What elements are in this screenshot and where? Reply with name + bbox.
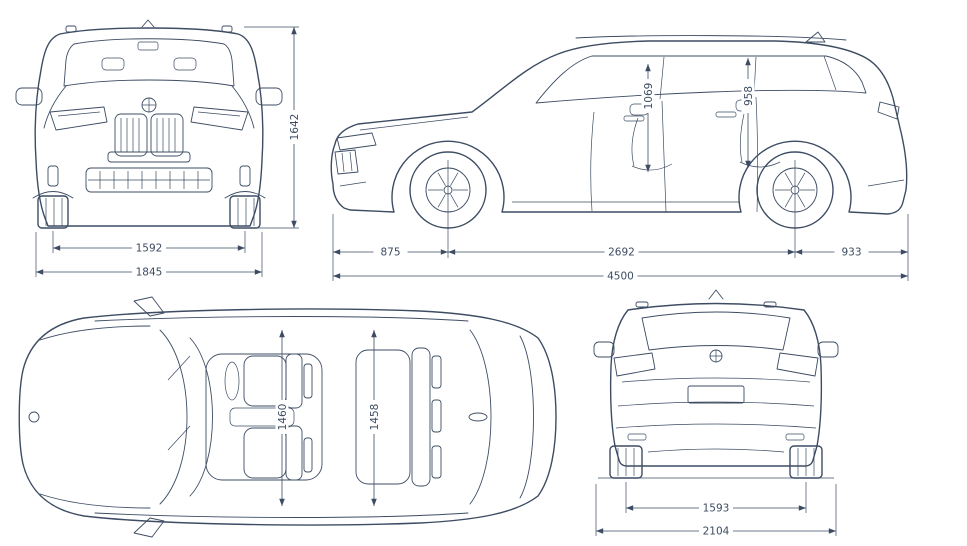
rear-interior-width-dimension: 1458: [367, 330, 381, 506]
headlights: [50, 107, 248, 130]
top-rear-bench: [356, 348, 441, 486]
front-view-body-outline: [35, 20, 263, 226]
front-view: 1592 1845 1642: [16, 20, 301, 279]
rear-window: [642, 312, 790, 350]
side-mirrors: [16, 88, 282, 105]
corner-intake-right: [240, 166, 250, 186]
rearview-mirror: [138, 42, 158, 50]
dim-label-overall-length: 4500: [607, 271, 634, 283]
top-roof: [206, 330, 534, 504]
side-seats: [630, 100, 780, 170]
dim-label-wheelbase: 2692: [608, 247, 635, 259]
dim-label-front-track: 1592: [136, 243, 163, 255]
side-body-outline: [331, 32, 906, 214]
length-dimensions: 875 2692 933 4500: [333, 160, 908, 283]
rear-mirrors: [594, 342, 838, 357]
rear-track-dimension: 1593: [626, 482, 806, 515]
antenna-fin-icon: [806, 32, 825, 42]
dim-label-overall-width: 1845: [136, 267, 163, 279]
rear-headroom-dimension: 958: [741, 57, 755, 168]
dim-label-front-headroom: 1069: [643, 83, 655, 110]
top-body-outline: [19, 309, 556, 525]
door-handle-rear: [716, 112, 736, 117]
roof-rail-left: [636, 302, 648, 307]
bmw-roundel-hood-icon: [29, 412, 39, 422]
front-track-dimension: 1592: [53, 231, 245, 255]
plate-slot: [108, 152, 190, 162]
roof-rail-right: [764, 302, 776, 307]
roof-rail: [576, 36, 846, 40]
wheelbase-dimension: 2692: [448, 245, 795, 259]
steering-wheel: [225, 362, 239, 400]
headrest-left: [102, 58, 124, 70]
headrest-right: [174, 58, 196, 70]
dim-label-rear-interior-width: 1458: [369, 404, 381, 431]
top-front-seats: [225, 354, 312, 480]
front-windshield: [64, 39, 234, 86]
door-handle-front: [624, 116, 644, 121]
taillights: [614, 353, 818, 376]
front-interior-width-dimension: 1460: [275, 330, 289, 506]
taillight-side: [878, 102, 899, 119]
dim-label-front-interior-width: 1460: [277, 404, 289, 431]
front-wheels: [33, 192, 265, 229]
reflector-right: [786, 434, 804, 440]
sunroof: [206, 354, 322, 480]
top-windshield: [160, 330, 213, 504]
side-glasshouse: [536, 56, 866, 103]
bmw-roundel-icon: [142, 98, 156, 112]
rear-view: 1593 2104: [594, 290, 838, 538]
overall-length-dimension: 4500: [333, 269, 908, 283]
front-overhang-dimension: 875: [333, 245, 448, 259]
top-view: 1460 1458: [19, 297, 556, 537]
front-headroom-dimension: 1069: [641, 63, 655, 172]
side-door-seams: [360, 97, 758, 212]
front-hood-creases: [44, 86, 254, 128]
top-mirrors: [134, 297, 164, 537]
side-view: 1069 958 875 2692: [331, 32, 908, 283]
rear-overhang-dimension: 933: [795, 245, 908, 259]
dim-label-width-incl-mirrors: 2104: [703, 526, 730, 538]
front-overall-width-dimension: 1845: [36, 232, 262, 279]
license-plate-recess: [688, 386, 744, 403]
rear-roundel-icon: [710, 350, 722, 362]
side-rear-details: [868, 102, 904, 186]
dim-label-rear-overhang: 933: [841, 247, 861, 259]
corner-intake-left: [48, 166, 58, 186]
hood-crease: [360, 117, 468, 130]
center-console: [230, 408, 294, 426]
width-incl-mirrors-dimension: 2104: [596, 484, 836, 538]
rear-wheels: [610, 446, 822, 478]
rear-body-outline: [611, 290, 822, 466]
tailgate-details: [616, 378, 816, 452]
front-bumper: [48, 152, 250, 192]
dim-label-overall-height: 1642: [289, 114, 301, 141]
kidney-grille: [115, 114, 183, 156]
side-front-fascia: [335, 133, 376, 186]
antenna-fin-rear-icon: [709, 290, 723, 299]
dim-label-front-overhang: 875: [380, 247, 400, 259]
dim-label-rear-track: 1593: [703, 503, 730, 515]
reflector-left: [628, 434, 646, 440]
overall-height-dimension: 1642: [244, 27, 301, 228]
dim-label-rear-headroom: 958: [743, 86, 755, 106]
lower-air-intake: [86, 168, 212, 192]
antenna-fin-top-icon: [469, 413, 487, 421]
